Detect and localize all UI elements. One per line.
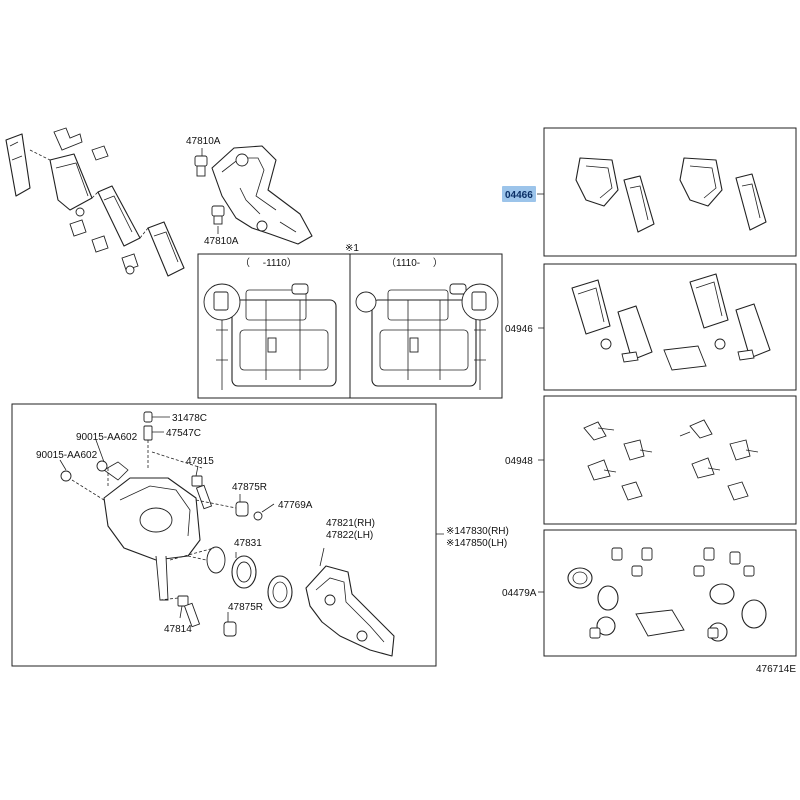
label-47850: ※147850(LH) (446, 538, 507, 549)
label-90015-AA602-b: 90015-AA602 (36, 450, 98, 461)
label-47875R-b: 47875R (228, 602, 263, 613)
caliper-support-47821 (305, 565, 395, 657)
caliper-variant-late (355, 283, 499, 390)
boot-47875R-a (235, 501, 249, 517)
variant-note: ※1 (345, 243, 359, 254)
pad-set-exploded-view (5, 127, 185, 277)
variant-right-label: （1110- ） (386, 257, 443, 269)
bleeder-cap-31478C (143, 411, 153, 423)
bushing-47769A (253, 511, 263, 521)
label-47822: 47822(LH) (326, 530, 373, 541)
label-31478C: 31478C (172, 413, 207, 424)
kit-frame-04479A (543, 529, 797, 657)
label-47814: 47814 (164, 624, 192, 635)
label-47769A: 47769A (278, 500, 313, 511)
label-04479A: 04479A (502, 588, 537, 599)
label-47875R-a: 47875R (232, 482, 267, 493)
kit-frame-04946 (543, 263, 797, 391)
label-47547C: 47547C (166, 428, 201, 439)
bolt-90015-AA602-a (96, 460, 108, 472)
boot-47875R-b (223, 621, 237, 637)
label-90015-AA602-a: 90015-AA602 (76, 432, 138, 443)
piston-47831 (231, 555, 257, 589)
label-04946: 04946 (505, 324, 533, 335)
seal-kit-04479A (567, 547, 767, 642)
label-47810A-top: 47810A (186, 136, 221, 147)
caliper-assembly-frame (11, 403, 437, 667)
clip-kit-04948 (583, 419, 759, 501)
label-04948: 04948 (505, 456, 533, 467)
slide-pin-47815 (191, 475, 213, 510)
piston-seal (206, 546, 226, 574)
variant-left-label: （ -1110） (240, 257, 297, 269)
kit-frame-04466 (543, 127, 797, 257)
diagram-reference-code: 476714E (756, 664, 796, 675)
pad-kit-04466 (575, 157, 767, 233)
label-47830: ※147830(RH) (446, 526, 509, 537)
label-47821: 47821(RH) (326, 518, 375, 529)
piston-boot (267, 575, 293, 609)
caliper-mounting-bracket (211, 145, 313, 245)
label-47815: 47815 (186, 456, 214, 467)
caliper-variant-early (203, 283, 337, 390)
bleeder-plug-47547C (143, 425, 153, 441)
bolt-90015-AA602-b (60, 470, 72, 482)
caliper-body (103, 461, 201, 601)
kit-frame-04948 (543, 395, 797, 525)
label-47810A-bottom: 47810A (204, 236, 239, 247)
shim-kit-04946 (571, 273, 771, 371)
slide-pin-47814 (177, 595, 201, 628)
label-04466[interactable]: 04466 (505, 190, 533, 201)
label-47831: 47831 (234, 538, 262, 549)
label-highlight-04466 (502, 186, 536, 202)
bolt-47810A-bottom (211, 205, 225, 225)
bolt-47810A-top (194, 155, 208, 177)
